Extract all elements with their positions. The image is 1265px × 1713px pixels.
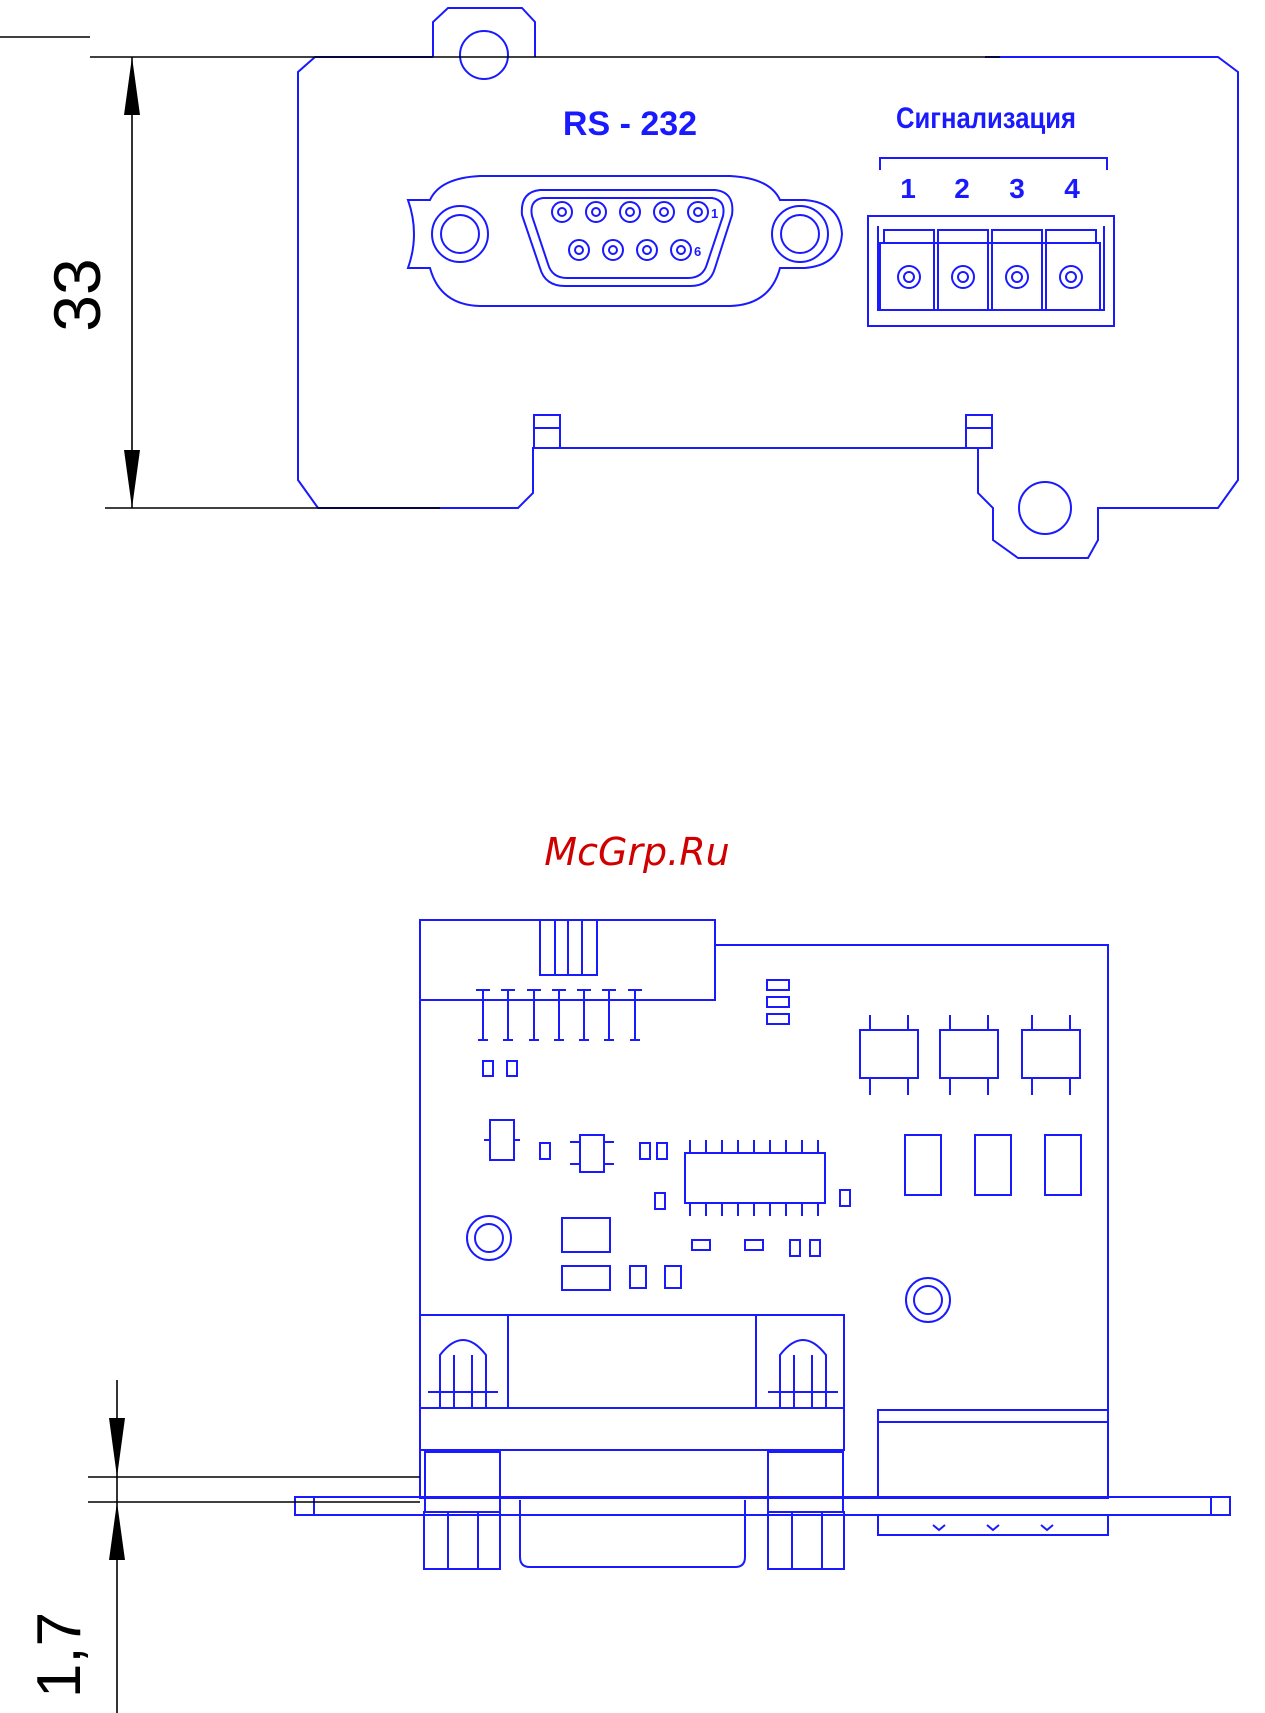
dimension-33-label: 33 — [40, 258, 114, 331]
alarm-bracket — [880, 158, 1107, 170]
dimension-1-7: 1,7 — [25, 1380, 420, 1713]
pcb-outline — [420, 920, 1108, 1498]
relay-2 — [940, 1015, 998, 1095]
terminal-number-1: 1 — [900, 173, 916, 204]
terminal-number-3: 3 — [1009, 173, 1025, 204]
pcb-hole-right — [906, 1278, 950, 1322]
relay-1 — [860, 1015, 918, 1095]
top-mounting-ear — [433, 8, 535, 57]
left-latch-tab — [534, 415, 560, 448]
pcb-view — [295, 920, 1230, 1569]
pin6-label: 6 — [694, 244, 701, 259]
db9-connector: 1 6 — [408, 176, 842, 306]
front-plate-outline — [298, 57, 1238, 558]
top-mounting-hole — [460, 31, 508, 79]
terminal-block — [868, 216, 1114, 326]
relay-3 — [1022, 1015, 1080, 1095]
front-view: RS - 232 1 6 Си — [298, 8, 1238, 558]
pin1-label: 1 — [711, 206, 718, 221]
terminal-number-4: 4 — [1064, 173, 1080, 204]
right-latch-tab — [966, 415, 992, 448]
watermark: McGrp.Ru — [544, 830, 729, 874]
dimension-1-7-label: 1,7 — [25, 1612, 94, 1698]
pcb-hole-left — [467, 1216, 511, 1260]
db9-side — [420, 1315, 844, 1569]
dimension-33: 33 — [0, 37, 1000, 508]
ic-chip — [685, 1140, 825, 1216]
header-pins — [476, 990, 642, 1040]
rs232-label: RS - 232 — [563, 105, 697, 143]
terminal-numbers: 1 2 3 4 — [900, 173, 1080, 204]
terminal-side — [878, 1410, 1108, 1535]
bottom-mounting-hole — [1019, 482, 1071, 534]
terminal-number-2: 2 — [954, 173, 970, 204]
alarm-label: Сигнализация — [896, 102, 1076, 135]
